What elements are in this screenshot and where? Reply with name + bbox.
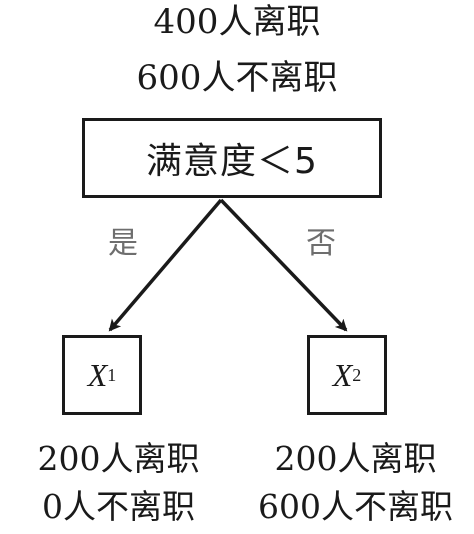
root-condition: 满意度＜5 xyxy=(146,141,318,182)
leaf-variable: X xyxy=(87,356,108,393)
edge-no xyxy=(219,198,348,332)
leaf-subscript: 1 xyxy=(107,364,117,385)
root-stats-line2: 600人不离职 xyxy=(136,58,338,98)
leaf-subscript: 2 xyxy=(352,364,362,385)
root-stats-line1: 400人离职 xyxy=(153,2,321,42)
branch-label-no: 否 xyxy=(306,226,336,261)
leaf-stats-x1: 200人离职 0人不离职 xyxy=(0,435,237,531)
edge-yes xyxy=(108,198,223,332)
leaf-variable: X xyxy=(332,356,353,393)
leaf-stats-line2: 600人不离职 xyxy=(258,487,453,526)
leaf-stats-line1: 200人离职 xyxy=(274,439,437,478)
leaf-stats-line1: 200人离职 xyxy=(37,439,200,478)
branch-label-yes: 是 xyxy=(108,226,138,261)
leaf-stats-x2: 200人离职 600人不离职 xyxy=(237,435,474,531)
root-node: 满意度＜5 xyxy=(82,118,382,198)
root-stats: 400人离职 600人不离职 xyxy=(0,2,474,98)
leaf-stats-line2: 0人不离职 xyxy=(42,487,195,526)
